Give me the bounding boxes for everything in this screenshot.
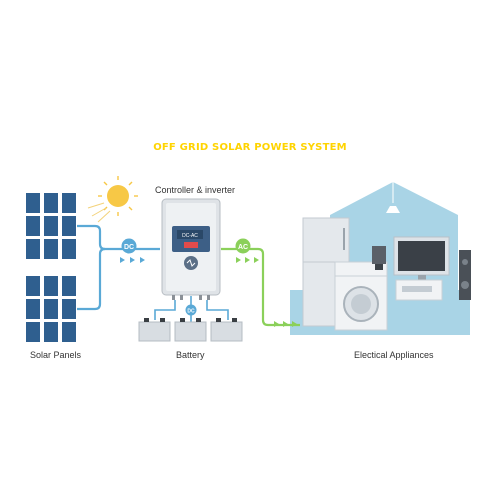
- solar-panel-top: [26, 193, 76, 259]
- ac-badge: AC: [235, 238, 251, 254]
- dc-arrows: [120, 257, 145, 263]
- diagram-title: OFF GRID SOLAR POWER SYSTEM: [153, 142, 347, 153]
- tv-cabinet-icon: [395, 279, 443, 301]
- lamp-icon: [386, 206, 400, 213]
- svg-text:DC-AC: DC-AC: [182, 233, 198, 239]
- svg-text:AC: AC: [238, 244, 248, 251]
- tv-icon: [393, 236, 450, 280]
- svg-text:DC: DC: [187, 309, 195, 315]
- appliances-label: Electical Appliances: [354, 350, 434, 360]
- washing-machine-icon: [334, 261, 388, 331]
- ac-wire: [221, 247, 300, 327]
- solar-panels-label: Solar Panels: [30, 350, 82, 360]
- ac-arrows-top: [236, 257, 259, 263]
- dc-wire: [77, 224, 160, 311]
- speaker-icon: [459, 250, 471, 300]
- dc-badge: DC: [121, 238, 137, 254]
- inverter-icon: DC-AC: [161, 198, 221, 300]
- battery-badge: DC: [185, 304, 197, 316]
- svg-text:DC: DC: [124, 244, 134, 251]
- ac-arrows-bottom: [274, 321, 297, 327]
- battery-icon: [138, 318, 243, 342]
- sun-icon: [87, 176, 138, 223]
- coffee-maker-icon: [372, 246, 386, 270]
- battery-label: Battery: [176, 350, 205, 360]
- controller-label: Controller & inverter: [155, 185, 236, 195]
- solar-panel-bottom: [26, 276, 76, 342]
